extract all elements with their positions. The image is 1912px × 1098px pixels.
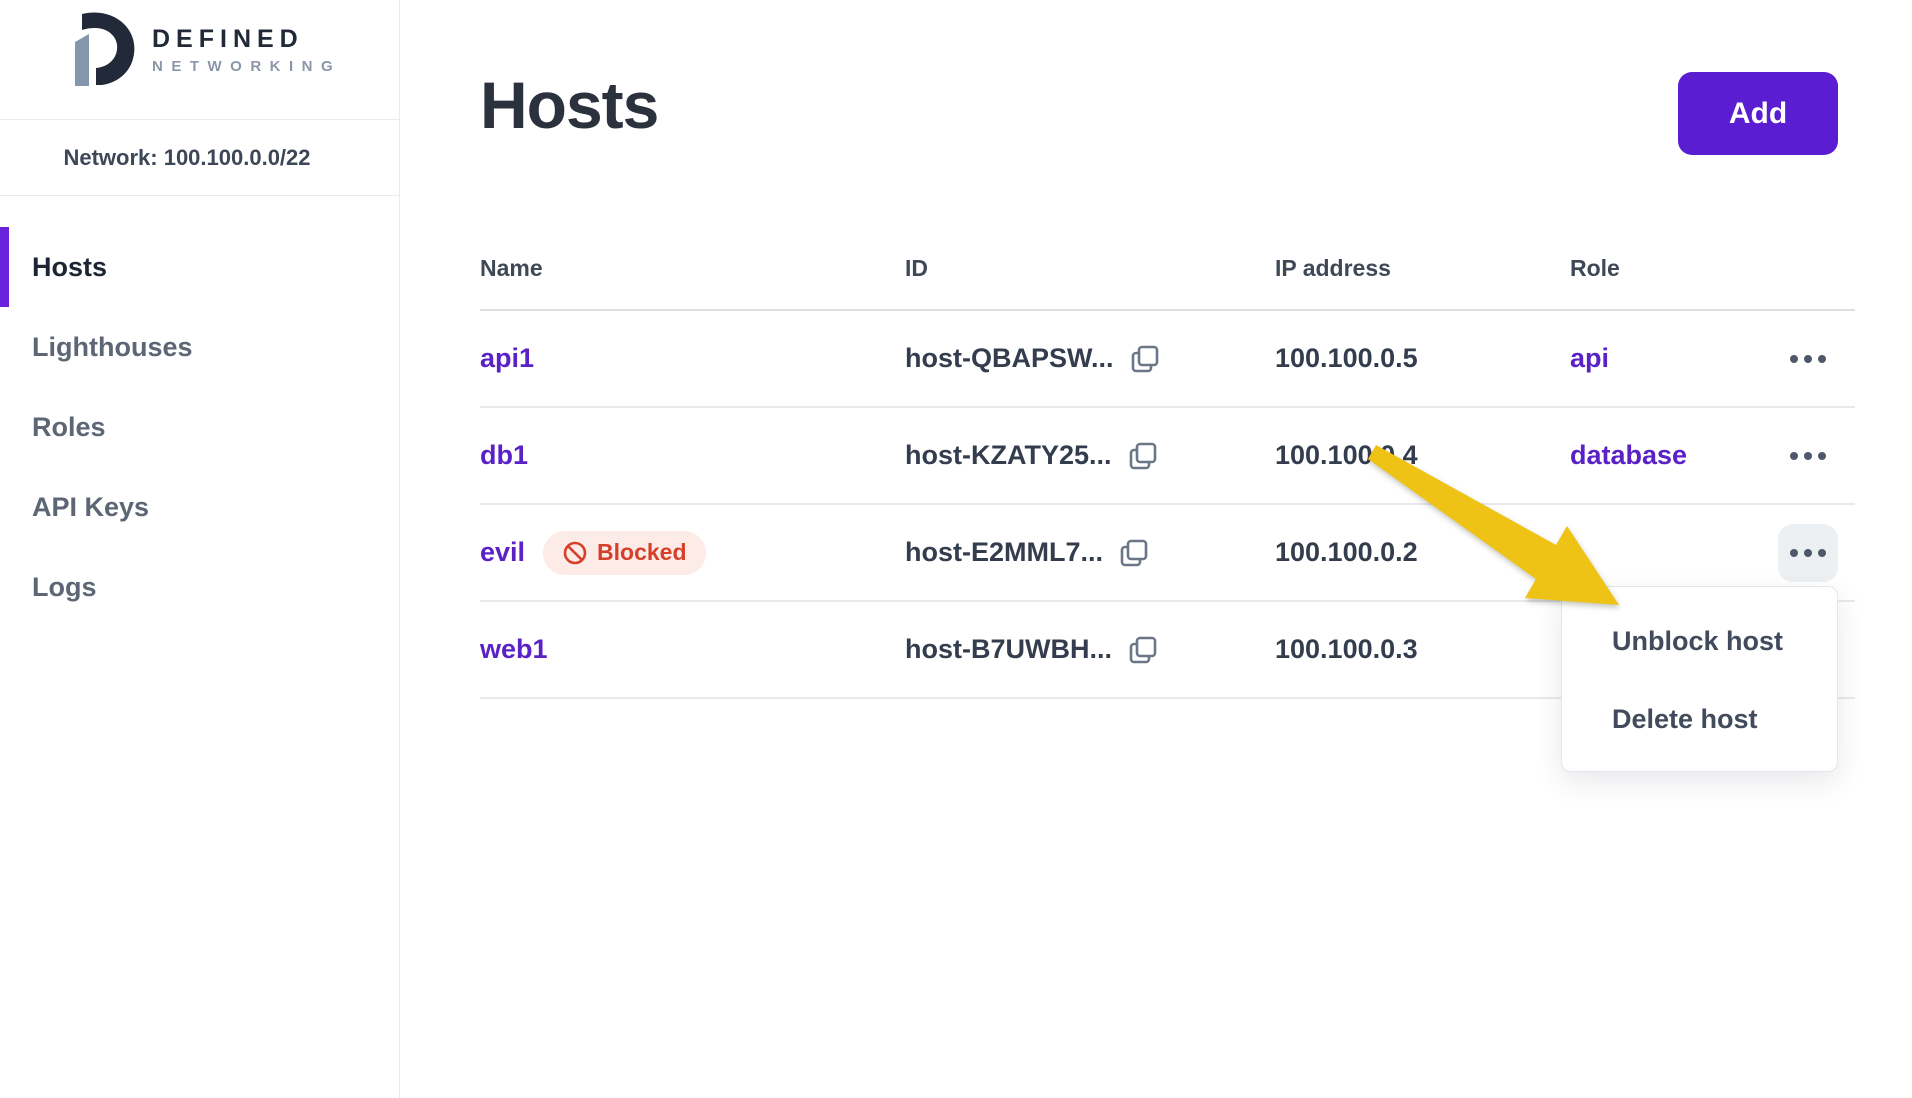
sidebar-item-api-keys[interactable]: API Keys [32,491,150,522]
page-title: Hosts [480,68,659,142]
menu-item-unblock-host[interactable]: Unblock host [1612,625,1784,656]
host-id-text: host-KZATY25... [905,440,1112,470]
table-row: web1 host-B7UWBH... 100.100.0.3 [480,602,1855,699]
menu-item-delete-host[interactable]: Delete host [1612,703,1758,734]
host-id-text: host-B7UWBH... [905,634,1112,664]
brand-subname: NETWORKING [152,58,342,75]
host-name-link[interactable]: evil [480,537,526,567]
host-ip-text: 100.100.0.5 [1275,343,1418,373]
brand-name: DEFINED [152,25,304,53]
sidebar-item-logs[interactable]: Logs [32,571,97,602]
table-row: api1 host-QBAPSW... 100.100.0.5 api [480,311,1855,408]
blocked-badge-label: Blocked [597,539,687,565]
sidebar-nav: Hosts Lighthouses Roles API Keys Logs [0,227,399,627]
blocked-icon [563,541,587,564]
host-id-text: host-E2MML7... [905,537,1104,567]
brand-logo: DEFINED NETWORKING [74,12,341,88]
copy-icon[interactable] [1128,342,1162,376]
host-ip-text: 100.100.0.4 [1275,440,1418,470]
table-row: db1 host-KZATY25... 100.100.0.4 database [480,408,1855,505]
copy-icon[interactable] [1126,633,1160,667]
column-header-role: Role [1570,255,1620,281]
sidebar: DEFINED NETWORKING Network: 100.100.0.0/… [0,0,400,1098]
host-ip-text: 100.100.0.3 [1275,634,1418,664]
table-header-row: Name ID IP address Role [480,228,1855,311]
row-actions-dropdown: Unblock host Delete host [1561,586,1838,772]
column-header-ip: IP address [1275,255,1391,281]
brand-wordmark: DEFINED NETWORKING [152,25,341,75]
host-name-link[interactable]: api1 [480,343,535,373]
host-role-link[interactable]: api [1570,343,1610,373]
host-ip-text: 100.100.0.2 [1275,537,1418,567]
host-id-text: host-QBAPSW... [905,343,1114,373]
host-name-link[interactable]: web1 [480,634,548,664]
column-header-id: ID [905,255,928,281]
sidebar-item-lighthouses[interactable]: Lighthouses [32,331,193,362]
row-actions-menu-button[interactable] [1778,427,1838,485]
network-label: Network: 100.100.0.0/22 [0,119,400,196]
blocked-status-badge: Blocked [543,530,706,575]
row-actions-menu-button[interactable] [1778,330,1838,388]
host-name-link[interactable]: db1 [480,440,529,470]
copy-icon[interactable] [1117,536,1151,570]
sidebar-item-roles[interactable]: Roles [32,411,106,442]
defined-networking-logo-icon [75,12,135,86]
sidebar-item-hosts[interactable]: Hosts [0,227,399,307]
copy-icon[interactable] [1126,439,1160,473]
column-header-name: Name [480,255,543,281]
hosts-table: Name ID IP address Role api1 host-QBAPSW… [480,228,1855,699]
row-actions-menu-button-open[interactable] [1778,523,1838,582]
add-button[interactable]: Add [1678,72,1838,155]
host-role-link[interactable]: database [1570,440,1688,470]
